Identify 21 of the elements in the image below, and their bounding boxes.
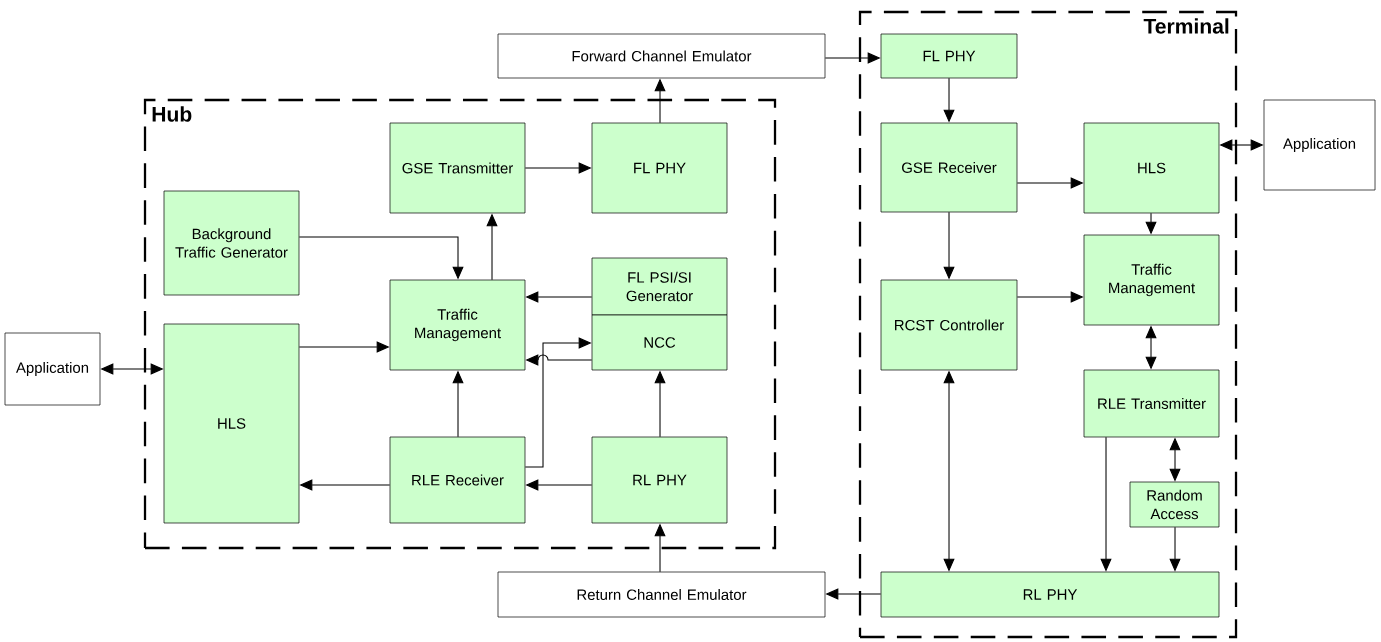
process-box: Traffic Management: [389, 279, 526, 371]
process-box: RLE Receiver: [389, 436, 526, 524]
process-box: RLE Transmitter: [1083, 369, 1220, 438]
process-box: HLS: [1083, 122, 1220, 214]
process-box: Background Traffic Generator: [163, 190, 300, 296]
process-box: FL PSI/SI Generator: [591, 257, 728, 316]
process-box: Random Access: [1129, 481, 1220, 528]
process-box: RL PHY: [880, 571, 1220, 618]
process-box: FL PHY: [880, 33, 1018, 79]
process-box: HLS: [163, 323, 300, 524]
process-box: Traffic Management: [1083, 234, 1220, 326]
process-box: RL PHY: [591, 436, 728, 524]
process-box: GSE Transmitter: [389, 122, 526, 214]
process-box: RCST Controller: [880, 279, 1018, 371]
external-box: Application: [4, 332, 101, 406]
process-box: GSE Receiver: [880, 122, 1018, 213]
process-box: FL PHY: [591, 122, 728, 214]
external-box: Forward Channel Emulator: [497, 33, 826, 79]
external-box: Return Channel Emulator: [497, 571, 826, 618]
process-box: NCC: [591, 314, 728, 371]
external-box: Application: [1263, 99, 1376, 191]
